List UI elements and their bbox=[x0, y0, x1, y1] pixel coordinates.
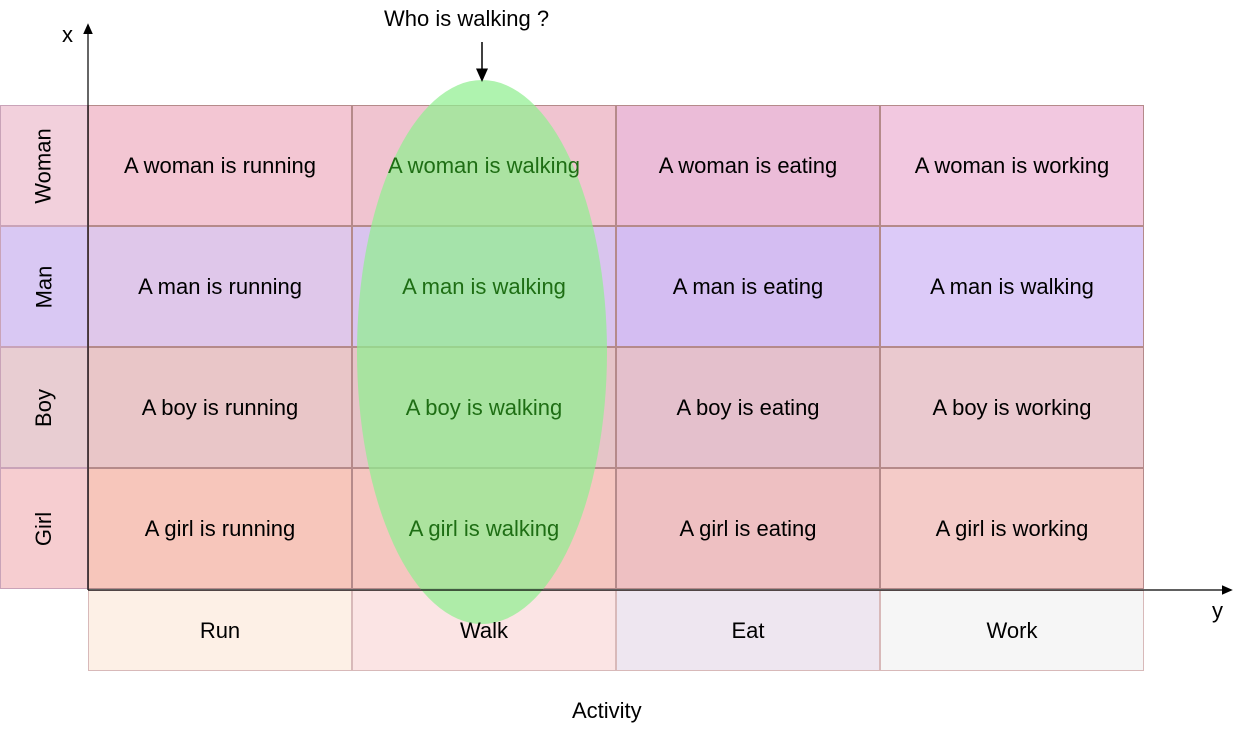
grid-cell-r2-c0: A boy is running bbox=[88, 347, 352, 468]
column-label-work: Work bbox=[880, 590, 1144, 671]
row-label-text: Boy bbox=[30, 388, 56, 427]
row-label-man: Man bbox=[0, 226, 88, 347]
grid-cell-r0-c1-text: A woman is walking bbox=[388, 152, 580, 178]
y-axis-label: y bbox=[1212, 598, 1223, 623]
grid-cell-r1-c2: A man is eating bbox=[616, 226, 880, 347]
row-label-woman: Woman bbox=[0, 105, 88, 226]
grid-cell-r0-c0: A woman is running bbox=[88, 105, 352, 226]
grid-cell-r3-c0: A girl is running bbox=[88, 468, 352, 589]
grid-cell-r3-c2: A girl is eating bbox=[616, 468, 880, 589]
grid-cell-r3-c1-text: A girl is walking bbox=[408, 515, 560, 541]
grid-cell-r2-c1-text: A boy is walking bbox=[405, 394, 563, 420]
row-label-text: Man bbox=[30, 265, 56, 308]
row-label-text: Woman bbox=[31, 127, 56, 204]
grid-cell-r2-c3: A boy is working bbox=[880, 347, 1144, 468]
row-label-text: Girl bbox=[31, 511, 56, 546]
grid-cell-r2-c2: A boy is eating bbox=[616, 347, 880, 468]
question-label: Who is walking ? bbox=[384, 6, 550, 31]
grid-cell-r3-c3: A girl is working bbox=[880, 468, 1144, 589]
column-label-walk-text: Walk bbox=[459, 617, 509, 643]
row-label-boy: Boy bbox=[0, 347, 88, 468]
row-label-girl: Girl bbox=[0, 468, 88, 589]
column-label-eat: Eat bbox=[616, 590, 880, 671]
column-label-run: Run bbox=[88, 590, 352, 671]
grid-cell-r1-c3: A man is walking bbox=[880, 226, 1144, 347]
grid-cell-r0-c2: A woman is eating bbox=[616, 105, 880, 226]
grid-cell-r1-c0: A man is running bbox=[88, 226, 352, 347]
activity-label: Activity bbox=[572, 698, 642, 723]
grid-cell-r1-c1-text: A man is walking bbox=[402, 273, 566, 299]
x-axis-label: x bbox=[62, 22, 73, 47]
grid-cell-r0-c3: A woman is working bbox=[880, 105, 1144, 226]
